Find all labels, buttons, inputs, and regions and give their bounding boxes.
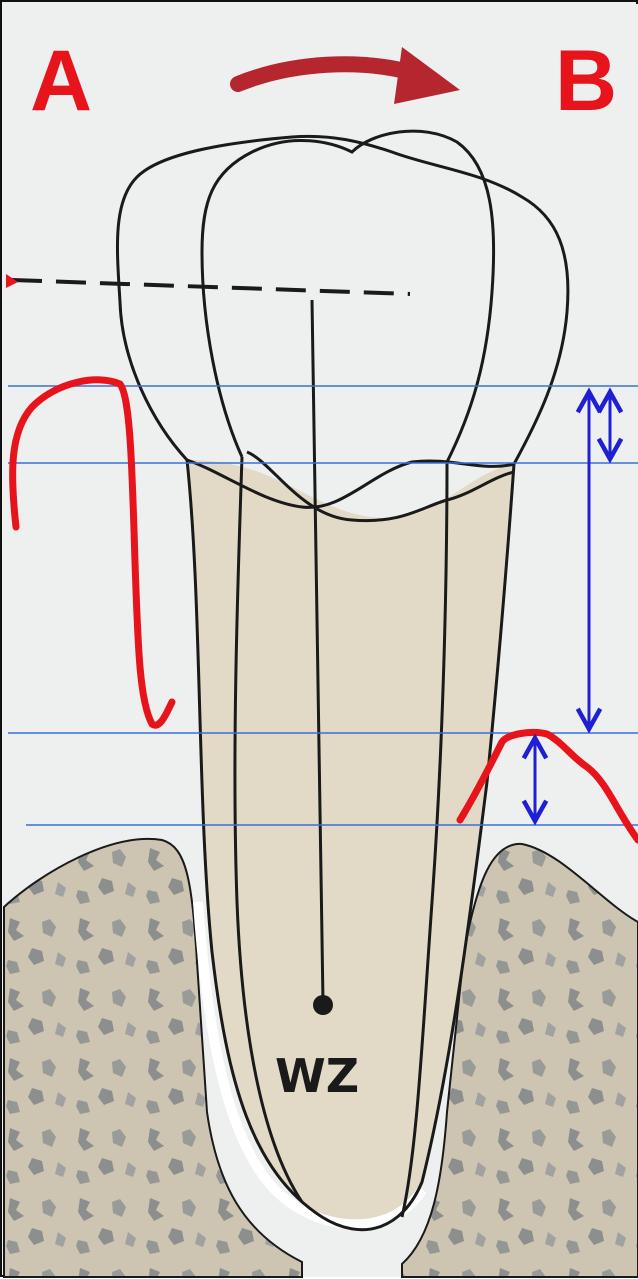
label-b: B [555, 33, 617, 129]
rotation-center-label: WZ [275, 1049, 359, 1103]
label-a: A [30, 33, 92, 129]
rotation-center-dot [313, 995, 333, 1015]
